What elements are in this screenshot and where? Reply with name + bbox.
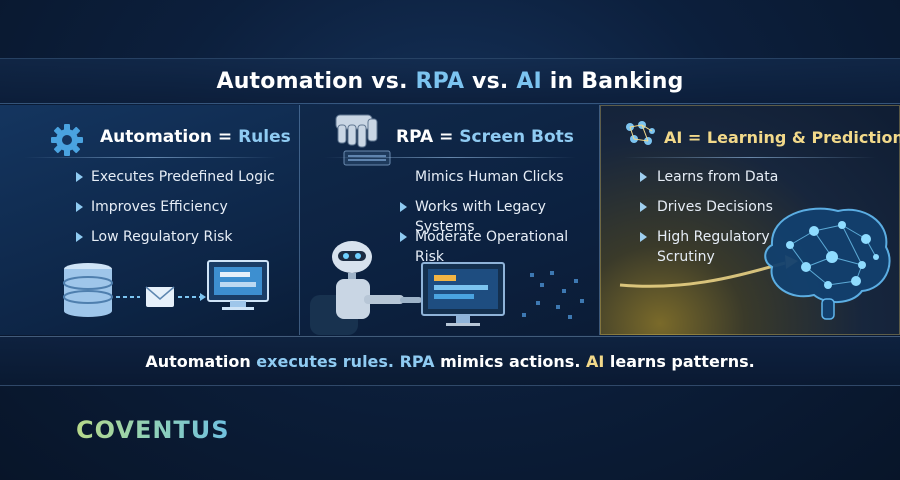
robot-icon [310,241,422,335]
divider [324,157,576,158]
panel-title: Automation = Rules [100,127,291,147]
divider [624,157,876,158]
ai-panel: AI = Learning & Predictions Learns from … [600,105,900,335]
keyboard-icon [343,150,391,166]
title-bar: Automation vs. RPA vs. AI in Banking [0,58,900,104]
gear-icon [51,124,83,156]
rpa-bullets: Mimics Human Clicks Works with Legacy Sy… [400,167,599,265]
list-item: Mimics Human Clicks [415,169,564,185]
monitor-icon [207,260,269,310]
database-icon [63,263,113,317]
automation-bullets: Executes Predefined Logic Improves Effic… [76,167,275,257]
rpa-heading: RPA = Screen Bots [300,119,599,155]
bullet-arrow-icon [640,202,647,212]
summary-bar: Automation executes rules. RPA mimics ac… [0,336,900,386]
envelope-icon [145,286,175,307]
bullet-arrow-icon [400,232,407,242]
ai-heading: AI = Learning & Predictions [600,119,900,155]
panel-title: RPA = Screen Bots [396,127,574,147]
list-item: Learns from Data [640,167,778,197]
bullet-arrow-icon [400,202,407,212]
bullet-arrow-icon [76,202,83,212]
neural-network-icon [626,121,655,145]
list-item: Executes Predefined Logic [76,167,275,197]
list-item: Moderate Operational Risk [400,227,599,265]
list-item: Works with Legacy Systems [400,197,599,235]
divider [24,157,276,158]
brain-network-icon [764,207,891,320]
list-item: Improves Efficiency [76,197,275,227]
list-item: Low Regulatory Risk [76,227,275,257]
robot-hand-icon [335,114,391,166]
bullet-arrow-icon [640,232,647,242]
ai-bullets: Learns from Data Drives Decisions High R… [640,167,778,273]
summary-text: Automation executes rules. RPA mimics ac… [145,351,755,371]
monitor-icon [421,262,505,326]
title-text: Automation vs. [216,68,416,94]
list-item: Drives Decisions [640,197,778,227]
automation-panel: Automation = Rules Executes Predefined L… [0,105,300,335]
bullet-arrow-icon [76,232,83,242]
page-title: Automation vs. RPA vs. AI in Banking [216,69,683,94]
automation-illustration [63,260,269,317]
ai-illustration [619,207,891,320]
brand-logo: COVENTUS [76,416,230,444]
bullet-arrow-icon [640,172,647,182]
bullet-arrow-icon [76,172,83,182]
automation-heading: Automation = Rules [0,119,299,155]
rpa-illustration [310,241,584,335]
title-rpa: RPA [415,68,465,94]
panel-title: AI = Learning & Predictions [664,127,900,147]
comparison-panels: Automation = Rules Executes Predefined L… [0,105,900,335]
title-ai: AI [516,68,542,94]
title-text: vs. [464,68,517,94]
rpa-panel: RPA = Screen Bots Mimics Human Clicks Wo… [300,105,600,335]
title-text: in Banking [541,68,684,94]
